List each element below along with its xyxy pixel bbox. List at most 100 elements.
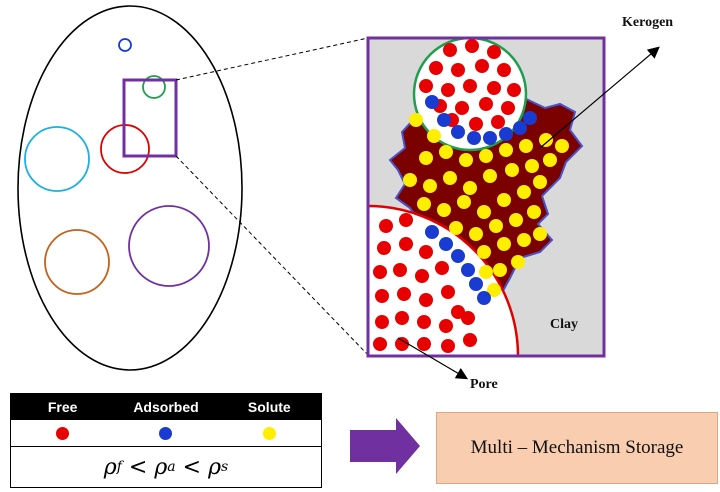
- solute-molecule-icon: [262, 426, 276, 440]
- adsorbed-molecule: [499, 127, 513, 141]
- solute-molecule: [499, 143, 513, 157]
- solute-molecule: [443, 171, 457, 185]
- solute-molecule: [493, 263, 507, 277]
- adsorbed-molecule: [451, 125, 465, 139]
- free-molecule: [435, 261, 449, 275]
- solute-molecule: [437, 203, 451, 217]
- free-molecule: [443, 43, 457, 57]
- free-molecule: [395, 311, 409, 325]
- solute-molecule: [487, 283, 501, 297]
- solute-molecule: [497, 237, 511, 251]
- free-molecule: [375, 289, 389, 303]
- storage-arrow: [350, 418, 420, 474]
- rock-sample-ellipse: [17, 5, 243, 371]
- free-molecule: [441, 285, 455, 299]
- solute-molecule: [459, 153, 473, 167]
- free-molecule: [377, 241, 391, 255]
- pore-orange: [44, 229, 110, 295]
- free-molecule: [393, 263, 407, 277]
- free-molecule: [463, 333, 477, 347]
- solute-molecule: [419, 151, 433, 165]
- sub-a: a: [167, 459, 176, 475]
- zoom-selection-box: [122, 78, 178, 158]
- free-molecule: [419, 245, 433, 259]
- lt-2: <: [182, 454, 202, 480]
- kerogen-pointer-arrow: [539, 46, 660, 149]
- adsorbed-molecule: [439, 237, 453, 251]
- pore-small-blue: [118, 38, 132, 52]
- free-molecule: [469, 117, 483, 131]
- adsorbed-molecule: [451, 249, 465, 263]
- solute-molecule: [517, 233, 531, 247]
- free-molecule: [399, 237, 413, 251]
- legend-header-row: Free Adsorbed Solute: [11, 394, 321, 420]
- solute-molecule: [457, 195, 471, 209]
- solute-molecule: [423, 179, 437, 193]
- free-molecule-icon: [56, 426, 70, 440]
- solute-molecule: [417, 197, 431, 211]
- free-molecule: [455, 101, 469, 115]
- free-molecule: [417, 315, 431, 329]
- rho-f: ρ: [103, 454, 117, 480]
- free-molecule: [487, 45, 501, 59]
- solute-molecule: [525, 159, 539, 173]
- free-molecule: [379, 219, 393, 233]
- zoom-panel-frame: [366, 36, 606, 358]
- free-molecule: [417, 337, 431, 351]
- adsorbed-molecule: [425, 225, 439, 239]
- solute-molecule: [469, 227, 483, 241]
- solute-molecule: [543, 153, 557, 167]
- solute-molecule: [479, 265, 493, 279]
- free-molecule: [419, 293, 433, 307]
- free-molecule: [429, 61, 443, 75]
- solute-molecule: [519, 139, 533, 153]
- solute-molecule: [483, 169, 497, 183]
- pore-label: Pore: [470, 377, 498, 392]
- free-molecule: [395, 337, 409, 351]
- free-molecule: [399, 213, 413, 227]
- free-molecule: [507, 83, 521, 97]
- pore-cyan: [24, 126, 90, 192]
- free-molecule: [373, 337, 387, 351]
- free-molecule: [475, 59, 489, 73]
- free-molecule: [397, 287, 411, 301]
- clay-label: Clay: [550, 317, 578, 332]
- zoom-panel: [366, 36, 606, 358]
- free-molecule: [463, 79, 477, 93]
- free-molecule: [439, 319, 453, 333]
- free-molecule: [441, 339, 455, 353]
- free-molecule: [375, 315, 389, 329]
- solute-molecule: [517, 185, 531, 199]
- solute-molecule: [477, 245, 491, 259]
- solute-molecule: [409, 113, 423, 127]
- adsorbed-molecule-icon: [159, 426, 173, 440]
- legend-header-free: Free: [47, 399, 78, 415]
- free-molecule: [441, 83, 455, 97]
- storage-box: Multi – Mechanism Storage: [436, 412, 718, 484]
- solute-molecule: [439, 145, 453, 159]
- adsorbed-molecule: [461, 263, 475, 277]
- adsorbed-molecule: [477, 291, 491, 305]
- solute-molecule: [527, 205, 541, 219]
- free-molecule: [451, 63, 465, 77]
- free-molecule: [479, 97, 493, 111]
- solute-molecule: [477, 205, 491, 219]
- solute-molecule: [505, 163, 519, 177]
- solute-molecule: [539, 133, 553, 147]
- solute-molecule: [509, 213, 523, 227]
- solute-molecule: [403, 173, 417, 187]
- free-molecule: [465, 39, 479, 53]
- solute-molecule: [533, 175, 547, 189]
- adsorbed-molecule: [425, 95, 439, 109]
- solute-molecule: [463, 181, 477, 195]
- legend-header-solute: Solute: [247, 399, 291, 415]
- adsorbed-molecule: [523, 111, 537, 125]
- solute-molecule: [511, 255, 525, 269]
- legend-header-adsorbed: Adsorbed: [133, 399, 199, 415]
- solute-molecule: [533, 227, 547, 241]
- solute-molecule: [497, 193, 511, 207]
- rho-s: ρ: [208, 454, 222, 480]
